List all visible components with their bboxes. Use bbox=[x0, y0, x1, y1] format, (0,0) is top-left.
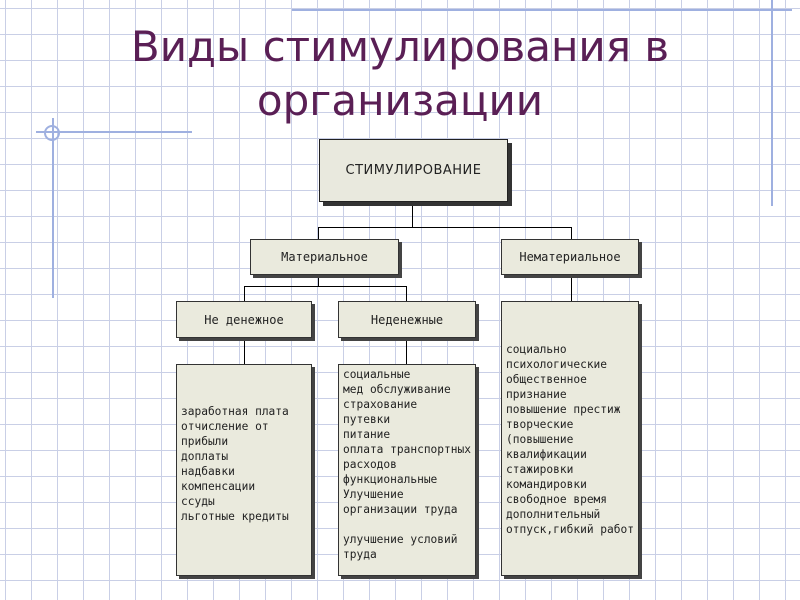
nonmonetary-items-box: социальные мед обслуживание страхование … bbox=[338, 364, 476, 576]
title-line-2: организации bbox=[256, 76, 544, 125]
monetary-label: Не денежное bbox=[204, 312, 284, 327]
decorative-top-line bbox=[292, 9, 792, 11]
list-item: общественное bbox=[506, 373, 587, 386]
connector-to-nonmaterial bbox=[571, 227, 572, 239]
connector-to-nonmonetary bbox=[406, 286, 407, 301]
connector-root-down bbox=[412, 202, 413, 228]
list-item: расходов bbox=[343, 458, 397, 471]
monetary-items-list: заработная плата отчисление от прибыли д… bbox=[177, 404, 311, 524]
list-item: повышение престиж bbox=[506, 403, 621, 416]
list-item: компенсации bbox=[181, 480, 256, 493]
list-item bbox=[343, 517, 475, 532]
nonmonetary-node: Неденежные bbox=[338, 301, 476, 338]
list-item: путевки bbox=[343, 413, 391, 426]
decorative-right-line bbox=[771, 0, 773, 206]
nonmonetary-items-list: социальные мед обслуживание страхование … bbox=[339, 367, 475, 562]
connector-material-down bbox=[318, 275, 319, 287]
list-item: дополнительный bbox=[506, 508, 601, 521]
monetary-node: Не денежное bbox=[176, 301, 312, 338]
list-item: страхование bbox=[343, 398, 418, 411]
root-label: СТИМУЛИРОВАНИЕ bbox=[345, 163, 482, 178]
decorative-circle bbox=[44, 125, 60, 141]
list-item: труда bbox=[343, 548, 377, 561]
list-item: социальные bbox=[343, 368, 411, 381]
list-item: признание bbox=[506, 388, 567, 401]
nonmonetary-label: Неденежные bbox=[370, 312, 444, 327]
list-item: стажировки bbox=[506, 463, 574, 476]
connector-monetary-down bbox=[244, 338, 245, 364]
list-item: оплата транспортных bbox=[343, 443, 471, 456]
decorative-vertical-line bbox=[52, 118, 54, 298]
list-item: заработная плата bbox=[181, 405, 289, 418]
material-label: Материальное bbox=[281, 250, 368, 264]
list-item: функциональные bbox=[343, 473, 438, 486]
list-item: отпуск,гибкий работ bbox=[506, 523, 634, 536]
connector-nonmaterial-down bbox=[571, 275, 572, 302]
connector-level1-bar bbox=[318, 227, 572, 228]
nonmaterial-items-list: социально психологические общественное п… bbox=[502, 342, 638, 537]
list-item: организации труда bbox=[343, 503, 458, 516]
decorative-horizontal-line bbox=[36, 131, 192, 133]
list-item: социально bbox=[506, 343, 567, 356]
list-item: прибыли bbox=[181, 435, 229, 448]
connector-nonmonetary-down bbox=[406, 338, 407, 364]
list-item: ссуды bbox=[181, 495, 215, 508]
list-item: Улучшение bbox=[343, 488, 404, 501]
list-item: питание bbox=[343, 428, 391, 441]
nonmaterial-items-box: социально психологические общественное п… bbox=[501, 301, 639, 576]
connector-to-material bbox=[318, 227, 319, 239]
list-item: (повышение bbox=[506, 433, 574, 446]
list-item: улучшение условий bbox=[343, 533, 458, 546]
nonmaterial-node: Нематериальное bbox=[501, 239, 639, 275]
list-item: отчисление от bbox=[181, 420, 269, 433]
list-item: квалификации bbox=[506, 448, 587, 461]
list-item: надбавки bbox=[181, 465, 235, 478]
list-item: доплаты bbox=[181, 450, 229, 463]
connector-level2-bar bbox=[244, 286, 407, 287]
nonmaterial-label: Нематериальное bbox=[519, 250, 621, 264]
list-item: творческие bbox=[506, 418, 574, 431]
connector-to-monetary bbox=[244, 286, 245, 301]
list-item: командировки bbox=[506, 478, 587, 491]
monetary-items-box: заработная плата отчисление от прибыли д… bbox=[176, 364, 312, 576]
list-item: мед обслуживание bbox=[343, 383, 451, 396]
slide-title: Виды стимулирования в организации bbox=[60, 20, 740, 128]
material-node: Материальное bbox=[250, 239, 399, 275]
list-item: свободное время bbox=[506, 493, 608, 506]
root-node: СТИМУЛИРОВАНИЕ bbox=[319, 139, 508, 202]
title-line-1: Виды стимулирования в bbox=[130, 22, 670, 71]
list-item: льготные кредиты bbox=[181, 510, 289, 523]
list-item: психологические bbox=[506, 358, 608, 371]
